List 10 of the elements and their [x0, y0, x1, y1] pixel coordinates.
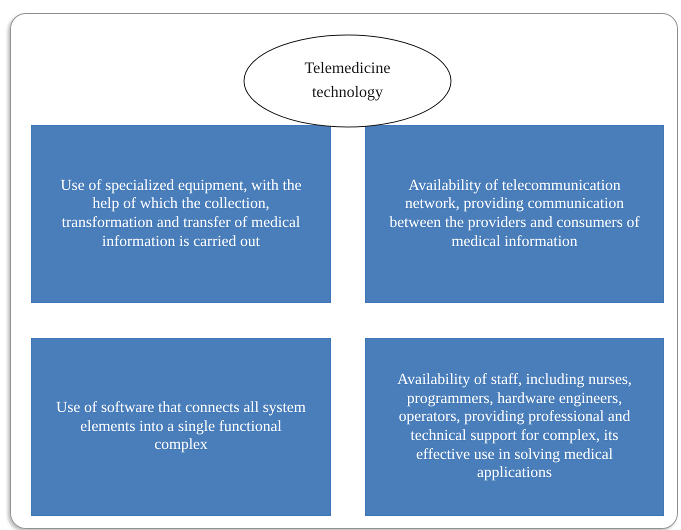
category-box	[31, 125, 331, 303]
node-text: Use of software that connects all system elements into a single functional complex	[55, 399, 307, 455]
category-box	[365, 125, 664, 303]
node-text: Availability of staff, including nurses, programmers, hardware engineers, operators, providing professional and technical support for complex, its effective use in solving medical applications	[396, 371, 633, 483]
node-text: Availability of telecommunication network, providing communication between the providers and consumers of medical information	[389, 176, 640, 252]
node-text: Telemedicine technology	[304, 59, 392, 103]
topic-ellipse	[243, 34, 452, 128]
category-box	[31, 338, 331, 516]
node-text: Use of specialized equipment, with the help of which the collection, transformation and transfer of medical information is carried out	[59, 176, 303, 252]
category-box	[365, 338, 664, 516]
